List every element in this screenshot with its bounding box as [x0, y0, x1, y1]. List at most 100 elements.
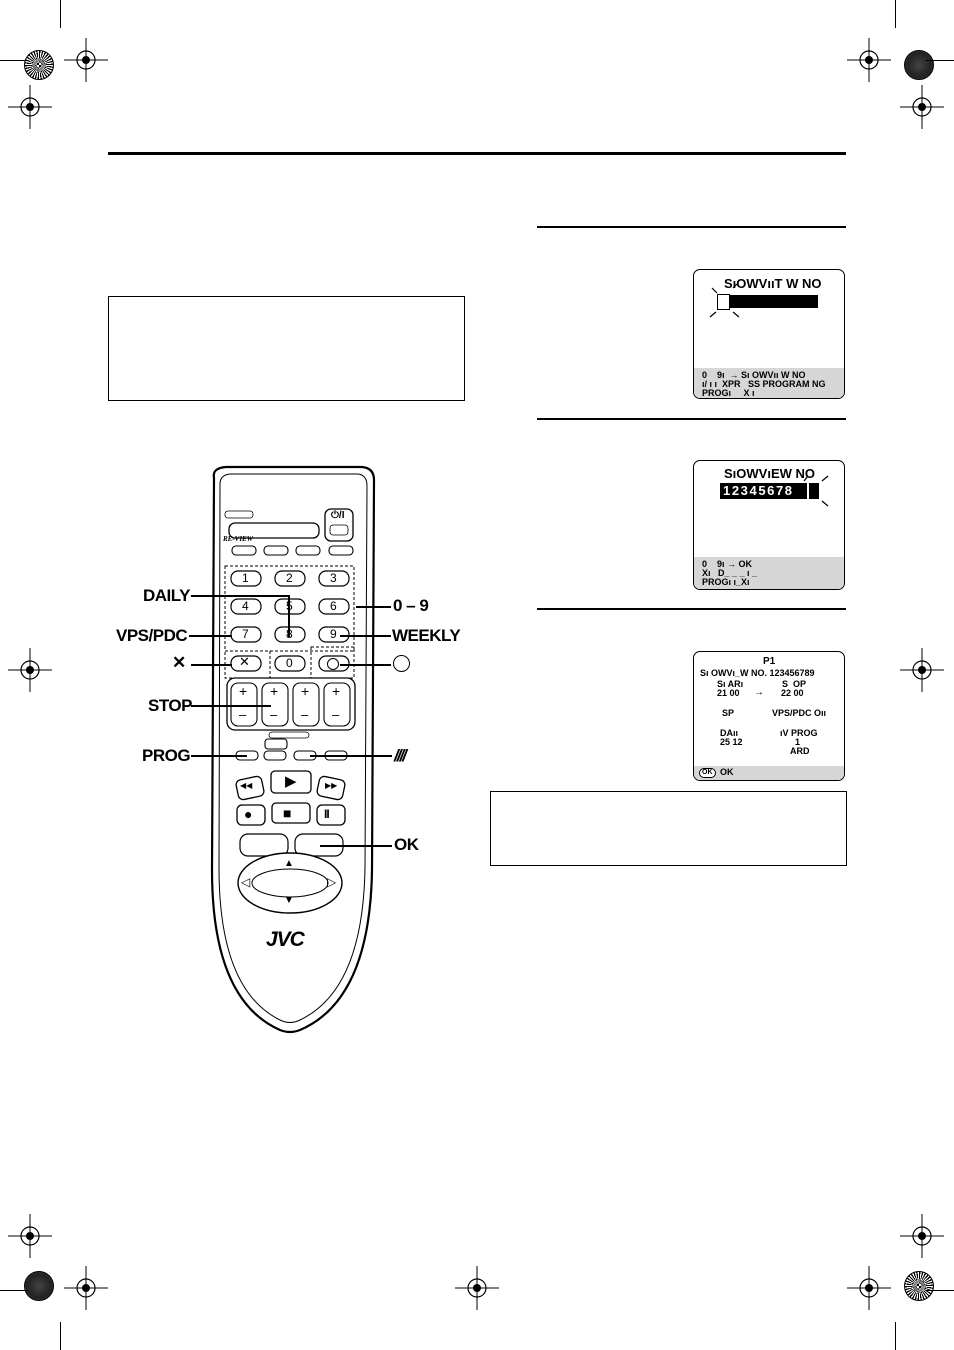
leader-index — [310, 755, 392, 757]
nav-right-icon: ▷ — [327, 875, 337, 889]
leader-daily — [191, 595, 289, 597]
callout-stop: STOP — [148, 696, 192, 715]
tv-prog-value: 1 — [795, 737, 801, 747]
registration-crosshair-icon — [8, 648, 52, 692]
leader-prog — [191, 755, 247, 757]
leader-cancel — [191, 664, 232, 666]
crop-line — [60, 1322, 61, 1350]
note-box-right — [490, 791, 847, 866]
showview-number: 12345678 — [723, 483, 794, 498]
brand-logo: JVC — [266, 928, 305, 951]
registration-crosshair-icon — [900, 85, 944, 129]
registration-crosshair-icon — [64, 1266, 108, 1310]
rocker-minus-2: – — [270, 707, 278, 722]
osd-screen-showview-number: SıOWVıEW NO 12345678 0 9ı → OK Xı D_ _ _… — [693, 460, 845, 590]
registration-crosshair-icon — [64, 38, 108, 82]
digit-6-label: 6 — [330, 599, 337, 613]
registration-crosshair-icon — [847, 38, 891, 82]
rocker-plus-4: + — [332, 683, 341, 699]
digit-7-label: 7 — [242, 627, 249, 641]
cursor-block — [809, 483, 819, 499]
rocker-minus-1: – — [239, 707, 247, 722]
review-label: RE-VIEW — [223, 535, 253, 543]
step-rule-2 — [537, 418, 846, 420]
screen-footer: 0 9ı → OK Xı D_ _ _ ı _ PROGı ı_Xı — [694, 557, 844, 589]
registration-disc-icon — [904, 1271, 934, 1301]
rewind-icon: ◀◀ — [240, 781, 253, 790]
registration-crosshair-icon — [900, 1214, 944, 1258]
nav-up-icon: ▲ — [284, 858, 294, 869]
footer-line-2: Xı D_ _ _ ı _ — [702, 568, 758, 578]
entry-bar — [730, 295, 818, 308]
leader-vps-pdc — [189, 635, 232, 637]
stop-time: 22 00 — [781, 688, 804, 698]
crop-line — [0, 60, 28, 61]
leader-timer — [340, 664, 391, 666]
crop-line — [60, 0, 61, 28]
digit-4-label: 4 — [242, 599, 249, 613]
step-rule-3 — [537, 608, 846, 610]
screen-title: SıOWVııT W NO — [724, 276, 822, 291]
time-arrow: → — [754, 687, 764, 698]
tv-prog-label: ıV PROG — [780, 728, 818, 738]
note-box-left — [108, 296, 465, 401]
program-title: P1 — [763, 656, 776, 667]
footer-line-1: 0 9ı → Sı OWVıı W NO — [702, 370, 806, 380]
leader-digits — [356, 606, 391, 608]
osd-screen-showview-entry: SıOWVııT W NO 0 9ı → Sı OWVıı W NO ı/ ı … — [693, 269, 845, 399]
digit-9-label: 9 — [330, 627, 337, 641]
digit-3-label: 3 — [330, 571, 337, 585]
power-label: ⏻/I — [331, 510, 345, 521]
leader-stop — [191, 705, 271, 707]
callout-index: //// — [394, 746, 407, 765]
footer-line-2: ı/ ı ı XPR SS PROGRAM NG — [702, 379, 826, 389]
showview-line: Sı OWVı_W NO. 123456789 — [700, 668, 815, 678]
nav-down-icon: ▼ — [284, 895, 294, 906]
remote-control — [210, 465, 376, 1034]
footer-line-1: 0 9ı → OK — [702, 559, 753, 569]
date-label: DAıı — [720, 728, 738, 738]
footer-line-3: PROGı X ı — [702, 388, 755, 398]
leader-weekly — [340, 635, 391, 637]
callout-digits: 0 – 9 — [393, 596, 429, 615]
record-icon: ● — [244, 806, 253, 822]
cursor-box — [717, 294, 730, 310]
tape-speed: SP — [722, 708, 735, 718]
callout-ok: OK — [394, 835, 419, 854]
blink-marks — [803, 475, 829, 507]
callout-cancel: ✕ — [172, 653, 186, 672]
callout-weekly: WEEKLY — [392, 626, 461, 645]
registration-crosshair-icon — [900, 648, 944, 692]
registration-disc-icon — [24, 1271, 54, 1301]
date-value: 25 12 — [720, 737, 743, 747]
footer-line-3: PROGı ı_Xı — [702, 577, 750, 587]
rocker-plus-1: + — [239, 683, 248, 699]
crop-line — [895, 0, 896, 28]
footer-ok: OK — [720, 767, 734, 777]
timer-button-symbol — [327, 658, 339, 670]
header-rule — [108, 152, 846, 155]
crop-line — [926, 60, 954, 61]
registration-disc-icon — [904, 50, 934, 80]
digit-1-label: 1 — [242, 571, 249, 585]
callout-timer-icon — [393, 655, 410, 672]
registration-crosshair-icon — [455, 1266, 499, 1310]
number-bar — [720, 483, 807, 499]
fast-forward-icon: ▶▶ — [325, 781, 338, 790]
stop-label: S OP — [782, 679, 807, 689]
rocker-minus-3: – — [301, 707, 309, 722]
callout-vps-pdc: VPS/PDC — [116, 626, 188, 645]
play-icon: ▶ — [285, 773, 297, 790]
registration-disc-icon — [24, 50, 54, 80]
nav-left-icon: ◁ — [241, 875, 251, 889]
channel-name: ARD — [790, 746, 810, 756]
vps-pdc-status: VPS/PDC Oıı — [772, 708, 827, 718]
callout-daily: DAILY — [143, 586, 190, 605]
registration-crosshair-icon — [8, 85, 52, 129]
stop-icon: ■ — [283, 805, 292, 821]
blink-marks — [709, 284, 740, 318]
osd-screen-program-confirm: P1 Sı OWVı_W NO. 123456789 Sı ARı S OP 2… — [693, 651, 845, 781]
rocker-minus-4: – — [332, 707, 340, 722]
start-time: 21 00 — [717, 688, 740, 698]
pause-icon: II — [324, 807, 330, 821]
